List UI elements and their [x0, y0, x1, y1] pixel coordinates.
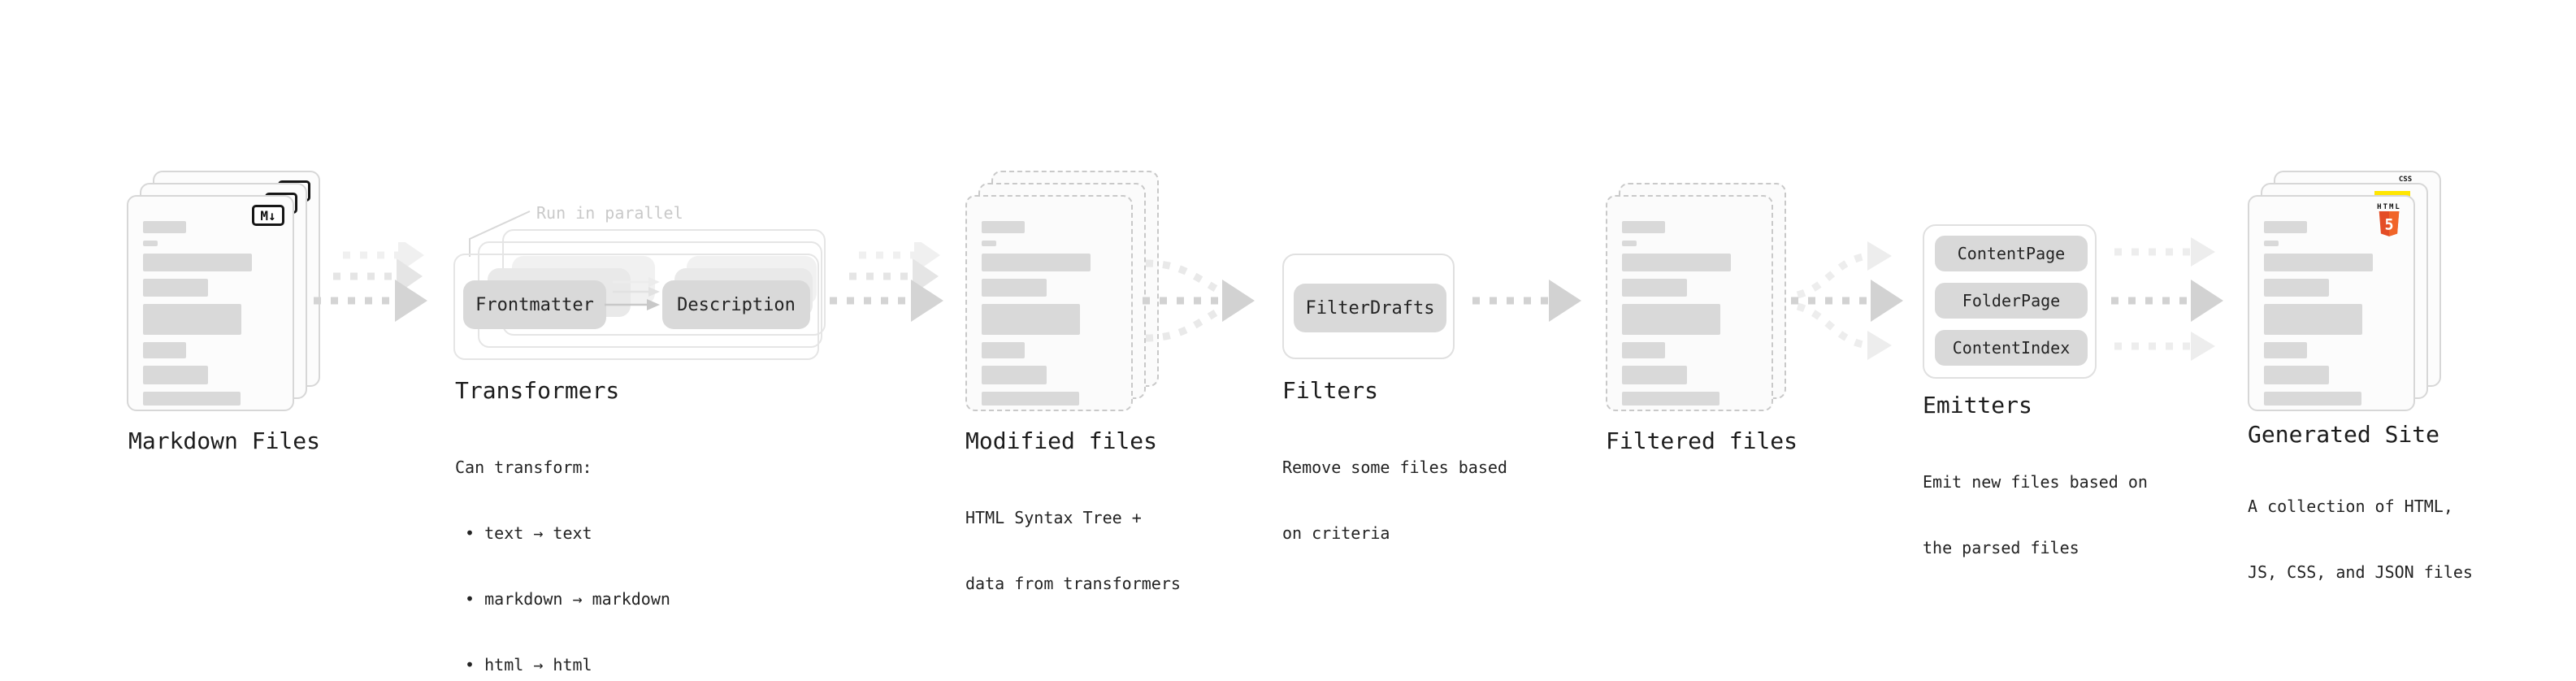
placeholder-text-bars: [143, 221, 278, 406]
modified-file-card-front: [965, 195, 1133, 411]
svg-text:5: 5: [2384, 216, 2393, 233]
transformers-description: Can transform: • text → text • markdown …: [455, 458, 670, 674]
note-bracket-line: [469, 210, 531, 257]
modified-files-label: Modified files: [965, 427, 1158, 454]
filterdrafts-pill: FilterDrafts: [1294, 284, 1446, 332]
description-pill: Description: [662, 280, 810, 329]
modified-files-stack: [965, 171, 1159, 411]
transformer-layer-front: Frontmatter Description: [453, 254, 819, 360]
arrow-modified-to-filters-converge: [1143, 259, 1255, 342]
filters-label: Filters: [1282, 377, 1379, 404]
modified-files-description: HTML Syntax Tree + data from transformer…: [965, 508, 1181, 593]
arrow-markdown-to-transformers: [314, 242, 427, 322]
generated-site-stack: CSS HTML 5: [2248, 171, 2441, 411]
filtered-files-stack: [1606, 183, 1786, 411]
arrow-emitters-to-generated-triple: [2111, 237, 2223, 361]
filters-description: Remove some files based on criteria: [1282, 458, 1507, 543]
contentindex-pill: ContentIndex: [1935, 330, 2088, 366]
placeholder-text-bars: [1622, 221, 1757, 406]
filtered-file-card-front: [1606, 195, 1773, 411]
arrow-filtered-to-emitters-diverge: [1791, 241, 1903, 360]
filtered-files-label: Filtered files: [1606, 427, 1798, 454]
frontmatter-pill: Frontmatter: [463, 280, 606, 329]
contentpage-pill: ContentPage: [1935, 236, 2088, 271]
arrow-filters-to-filtered: [1472, 280, 1581, 322]
filters-box: FilterDrafts: [1282, 254, 1455, 359]
emitters-description: Emit new files based on the parsed files: [1923, 472, 2148, 557]
markdown-files-label: Markdown Files: [128, 427, 321, 454]
placeholder-text-bars: [982, 221, 1117, 406]
markdown-icon: M↓: [252, 205, 284, 226]
run-in-parallel-note: Run in parallel: [536, 203, 683, 223]
generated-site-label: Generated Site: [2248, 421, 2440, 448]
generated-site-description: A collection of HTML, JS, CSS, and JSON …: [2248, 497, 2473, 582]
html-file-card: HTML 5: [2248, 195, 2415, 411]
pill-to-pill-arrows: [605, 277, 660, 310]
folderpage-pill: FolderPage: [1935, 283, 2088, 319]
emitters-label: Emitters: [1923, 392, 2032, 419]
arrow-transformers-to-modified: [830, 242, 943, 322]
markdown-file-card-front: M↓: [127, 195, 294, 411]
html5-icon: HTML 5: [2376, 203, 2402, 241]
transformers-label: Transformers: [455, 377, 620, 404]
placeholder-text-bars: [2264, 221, 2399, 406]
emitters-box: ContentPage FolderPage ContentIndex: [1923, 224, 2097, 379]
markdown-files-stack: M↓ M↓ M↓: [127, 171, 320, 411]
